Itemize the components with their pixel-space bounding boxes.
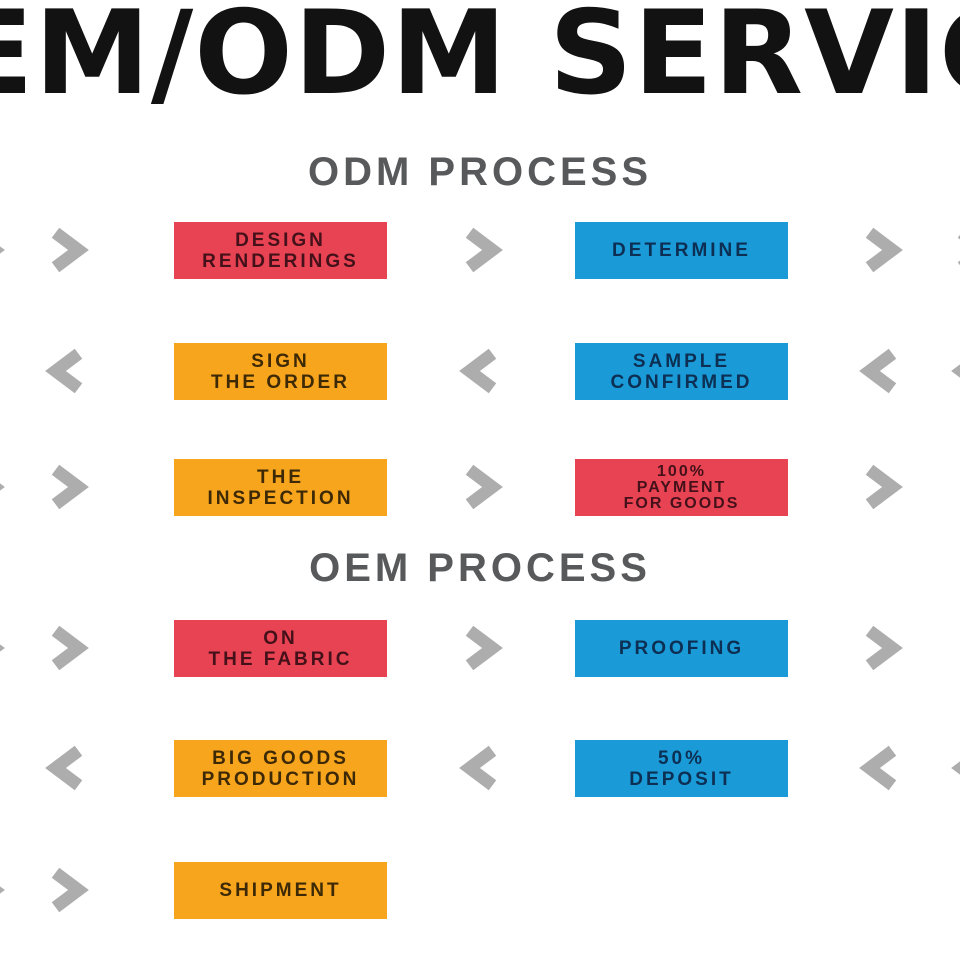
chevron-right-icon [865,227,903,273]
process-step-label: BIG GOODS PRODUCTION [201,747,360,790]
chevron-right-icon [51,464,89,510]
chevron-left-icon [45,745,83,791]
partial-chevron-left-icon [951,364,960,378]
partial-chevron-right-icon [957,234,960,266]
chevron-left-icon [459,348,497,394]
chevron-right-icon [51,625,89,671]
process-step-label: 100% PAYMENT FOR GOODS [623,462,740,512]
process-step-proofing: PROOFING [575,620,788,677]
process-step-determine: DETERMINE [575,222,788,279]
chevron-right-icon [51,227,89,273]
chevron-right-icon [465,625,503,671]
chevron-left-icon [45,348,83,394]
process-step-sample-confirmed: SAMPLE CONFIRMED [575,343,788,400]
process-step-label: DETERMINE [612,240,751,261]
partial-chevron-right-icon [0,644,5,652]
partial-chevron-left-icon [951,761,960,775]
chevron-left-icon [459,745,497,791]
process-step-on-the-fabric: ON THE FABRIC [174,620,387,677]
partial-chevron-right-icon [0,246,5,254]
partial-chevron-left-icon [0,745,6,791]
section-heading-odm: ODM PROCESS [307,150,653,194]
process-step-label: ON THE FABRIC [208,627,353,670]
chevron-left-icon [859,348,897,394]
process-step-label: SHIPMENT [219,880,342,901]
process-step-sign-the-order: SIGN THE ORDER [174,343,387,400]
chevron-right-icon [465,464,503,510]
process-step-design-renderings: DESIGN RENDERINGS [174,222,387,279]
page-title: OEM/ODM SERVICE [0,0,960,121]
chevron-right-icon [465,227,503,273]
chevron-right-icon [865,464,903,510]
process-step-label: SIGN THE ORDER [211,350,350,393]
partial-chevron-right-icon [0,483,5,491]
chevron-right-icon [865,625,903,671]
process-step-the-inspection: THE INSPECTION [174,459,387,516]
process-step-big-goods-production: BIG GOODS PRODUCTION [174,740,387,797]
section-heading-oem: OEM PROCESS [309,546,651,590]
chevron-right-icon [51,867,89,913]
process-step-label: THE INSPECTION [207,466,354,509]
chevron-left-icon [859,745,897,791]
partial-chevron-right-icon [0,886,5,894]
process-step-label: DESIGN RENDERINGS [202,229,359,272]
process-step-50-deposit: 50% DEPOSIT [575,740,788,797]
process-step-label: SAMPLE CONFIRMED [610,350,753,393]
process-step-label: PROOFING [618,638,745,659]
process-step-100-payment: 100% PAYMENT FOR GOODS [575,459,788,516]
process-step-shipment: SHIPMENT [174,862,387,919]
process-step-label: 50% DEPOSIT [629,747,734,790]
